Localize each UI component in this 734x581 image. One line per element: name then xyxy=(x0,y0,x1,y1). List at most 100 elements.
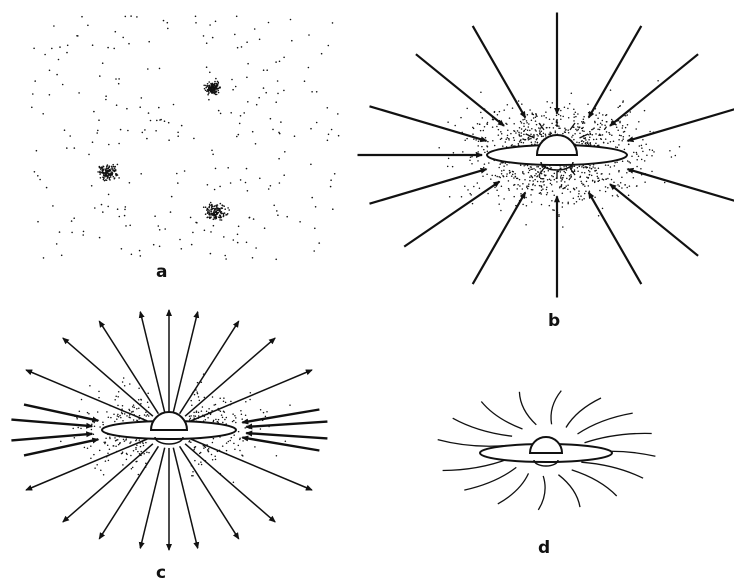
dust-dot xyxy=(235,422,237,424)
dust-dot xyxy=(229,440,231,442)
dust-dot xyxy=(62,84,64,86)
dust-dot xyxy=(549,127,551,129)
dust-dot xyxy=(583,198,585,200)
dust-dot xyxy=(586,181,588,183)
dust-dot xyxy=(564,128,566,130)
dust-dot xyxy=(204,397,206,399)
dust-dot xyxy=(103,441,105,443)
dust-dot xyxy=(466,138,468,140)
dust-dot xyxy=(270,118,272,120)
dust-dot xyxy=(211,204,213,206)
dust-dot xyxy=(595,170,597,172)
dust-dot xyxy=(605,186,607,188)
dust-dot xyxy=(567,202,569,204)
dust-dot xyxy=(135,447,137,449)
panel-d: d xyxy=(438,391,656,558)
dust-dot xyxy=(237,234,239,236)
dust-dot xyxy=(533,135,535,137)
dust-dot xyxy=(216,88,218,90)
dust-dot xyxy=(600,138,602,140)
dust-dot xyxy=(99,426,101,428)
dust-dot xyxy=(147,68,149,70)
dust-dot xyxy=(138,474,140,476)
dust-dot xyxy=(214,84,216,86)
dust-dot xyxy=(535,114,537,116)
dust-dot xyxy=(194,394,196,396)
dust-dot xyxy=(605,164,607,166)
dust-dot xyxy=(129,442,131,444)
dust-dot xyxy=(230,182,232,184)
dust-dot xyxy=(506,164,508,166)
dust-dot xyxy=(584,166,586,168)
dust-dot xyxy=(550,107,552,109)
dust-dot xyxy=(189,440,191,442)
dust-dot xyxy=(223,397,225,399)
dust-dot xyxy=(595,133,597,135)
dust-dot xyxy=(127,130,129,132)
dust-dot xyxy=(214,91,216,93)
dust-dot xyxy=(528,168,530,170)
dust-dot xyxy=(122,37,124,39)
dust-dot xyxy=(290,19,292,21)
dust-dot xyxy=(208,99,210,101)
dust-dot xyxy=(591,175,593,177)
dust-dot xyxy=(170,211,172,213)
dust-dot xyxy=(198,463,200,465)
dust-dot xyxy=(42,113,44,115)
dust-dot xyxy=(212,89,214,91)
dust-dot xyxy=(198,412,200,414)
dust-dot xyxy=(220,411,222,413)
dust-dot xyxy=(132,406,134,408)
dust-dot xyxy=(520,121,522,123)
dust-dot xyxy=(238,134,240,136)
dust-dot xyxy=(635,128,637,130)
dust-dot xyxy=(492,119,494,121)
dust-dot xyxy=(99,75,101,77)
dust-dot xyxy=(205,206,207,208)
dust-dot xyxy=(542,181,544,183)
inflow-arrow xyxy=(473,26,526,118)
dust-dot xyxy=(543,132,545,134)
outflow-arrow xyxy=(173,448,197,549)
dust-dot xyxy=(39,179,41,181)
dust-dot xyxy=(126,453,128,455)
dust-dot xyxy=(484,163,486,165)
dust-dot xyxy=(531,112,533,114)
dust-dot xyxy=(616,194,618,196)
dust-dot xyxy=(330,186,332,188)
dust-dot xyxy=(117,396,119,398)
dust-dot xyxy=(653,151,655,153)
dust-dot xyxy=(566,178,568,180)
dust-dot xyxy=(102,177,104,179)
dust-dot xyxy=(198,396,200,398)
dust-dot xyxy=(233,443,235,445)
dust-dot xyxy=(211,206,213,208)
dust-dot xyxy=(525,129,527,131)
dust-dot xyxy=(498,176,500,178)
dust-dot xyxy=(145,415,147,417)
dust-dot xyxy=(316,91,318,93)
dust-dot xyxy=(66,52,68,54)
dust-dot xyxy=(146,452,148,454)
dust-dot xyxy=(679,146,681,148)
dust-dot xyxy=(159,246,161,248)
inflow-arrow xyxy=(246,433,327,438)
dust-dot xyxy=(56,74,58,76)
dust-dot xyxy=(242,455,244,457)
filament xyxy=(453,418,512,436)
dust-dot xyxy=(219,219,221,221)
dust-dot xyxy=(206,411,208,413)
dust-dot xyxy=(142,442,144,444)
dust-dot xyxy=(249,217,251,219)
dust-dot xyxy=(126,438,128,440)
dust-dot xyxy=(577,170,579,172)
dust-dot xyxy=(601,173,603,175)
dust-dot xyxy=(524,118,526,120)
dust-dot xyxy=(494,145,496,147)
dust-dot xyxy=(276,455,278,457)
dust-dot xyxy=(524,179,526,181)
dust-dot xyxy=(138,408,140,410)
dust-dot xyxy=(550,167,552,169)
filament xyxy=(464,467,516,490)
dust-dot xyxy=(218,216,220,218)
